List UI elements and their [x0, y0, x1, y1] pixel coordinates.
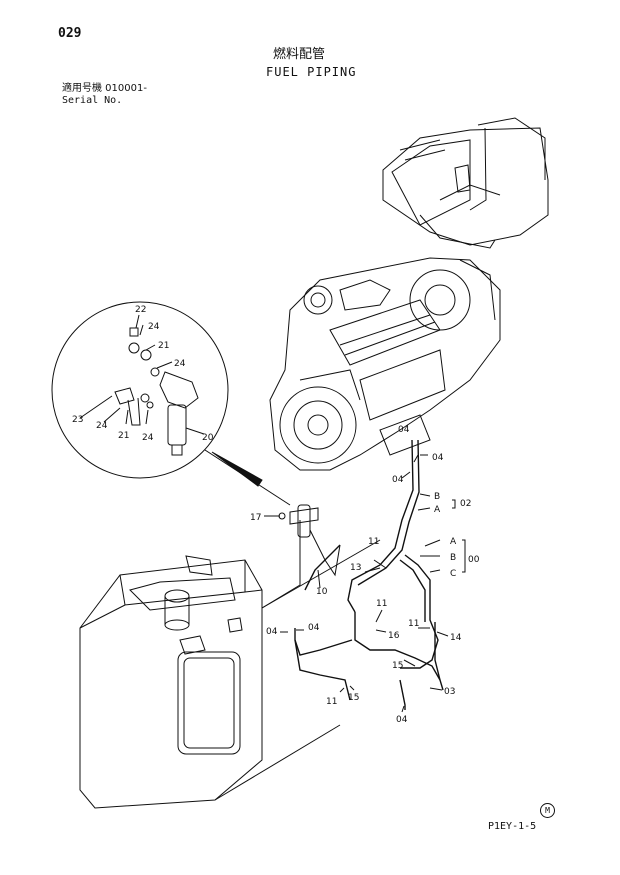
filter-detail-inset [51, 301, 291, 506]
callout-24: 24 [148, 322, 160, 332]
m-mark: M [540, 803, 555, 818]
callout-04: 04 [396, 715, 408, 725]
page-number: 029 [58, 26, 82, 41]
drawing-code: P1EY-1-5 [488, 821, 537, 832]
callout-11: 11 [408, 619, 419, 629]
callout-04: 04 [308, 623, 320, 633]
serial-label-english: Serial No. [62, 95, 123, 106]
callout-24: 24 [96, 421, 108, 431]
callout-10: 10 [316, 587, 328, 597]
callout-04: 04 [266, 627, 278, 637]
callout-11: 11 [368, 537, 379, 547]
callout-02: 02 [460, 499, 471, 509]
callout-A: A [450, 537, 457, 547]
callout-13: 13 [350, 563, 361, 573]
callout-04: 04 [432, 453, 444, 463]
callout-labels: 22 24 21 24 23 24 21 24 20 04 04 04 B A … [72, 305, 480, 725]
callout-03: 03 [444, 687, 455, 697]
callout-A: A [434, 505, 441, 515]
callout-00: 00 [468, 555, 480, 565]
callout-04: 04 [398, 425, 410, 435]
callout-04: 04 [392, 475, 404, 485]
callout-14: 14 [450, 633, 462, 643]
title-english: FUEL PIPING [266, 65, 357, 79]
callout-21: 21 [158, 341, 169, 351]
callout-15: 15 [348, 693, 359, 703]
callout-B: B [434, 492, 440, 502]
callout-21: 21 [118, 431, 129, 441]
serial-label-japanese: 適用号機 010001- [62, 83, 147, 94]
callout-C: C [450, 569, 456, 579]
engine-illustration [269, 257, 501, 471]
callout-22: 22 [135, 305, 146, 315]
title-japanese: 燃料配管 [273, 47, 326, 62]
callout-B: B [450, 553, 456, 563]
callout-24: 24 [142, 433, 154, 443]
callout-15: 15 [392, 661, 403, 671]
callout-17: 17 [250, 513, 261, 523]
excavator-cab-illustration [382, 117, 549, 249]
callout-11: 11 [326, 697, 337, 707]
callout-23: 23 [72, 415, 83, 425]
callout-11: 11 [376, 599, 387, 609]
fuel-filter-assembly [278, 504, 341, 577]
callout-24: 24 [174, 359, 186, 369]
callout-20: 20 [202, 433, 214, 443]
fuel-tank-illustration [79, 555, 263, 809]
fuel-lines [294, 439, 444, 710]
callout-16: 16 [388, 631, 400, 641]
